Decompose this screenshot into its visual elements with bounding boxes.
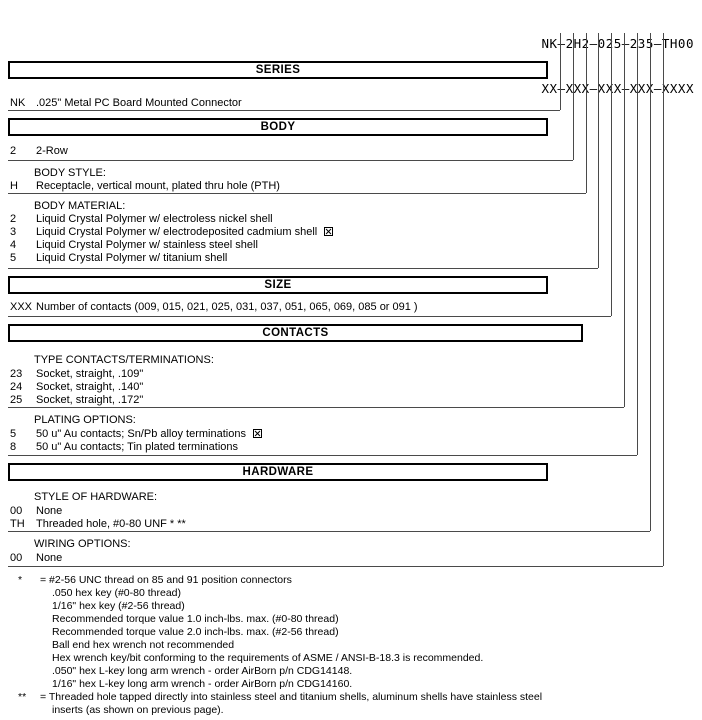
footnote-text: .050" hex L-key long arm wrench - order …	[52, 665, 353, 677]
footnote-text: 1/16" hex key (#2-56 thread)	[52, 600, 185, 612]
section-separator-1	[8, 110, 560, 111]
section-separator-8	[8, 531, 650, 532]
section-title-hardware: HARDWARE	[8, 463, 548, 481]
option-description: Liquid Crystal Polymer w/ electrodeposit…	[36, 226, 334, 239]
section-separator-6	[8, 407, 624, 408]
checked-box-icon[interactable]	[252, 429, 262, 438]
leader-line-2	[573, 33, 574, 160]
option-code: 2	[10, 145, 17, 157]
option-description: Liquid Crystal Polymer w/ stainless stee…	[36, 239, 258, 251]
option-description: Receptacle, vertical mount, plated thru …	[36, 180, 280, 192]
section-title-size: SIZE	[8, 276, 548, 294]
option-code: 8	[10, 441, 17, 453]
leader-line-1	[560, 33, 561, 110]
section-title-contacts: CONTACTS	[8, 324, 583, 342]
option-code: 4	[10, 239, 17, 251]
option-description: Liquid Crystal Polymer w/ electroless ni…	[36, 213, 273, 225]
option-description: Socket, straight, .172"	[36, 394, 144, 406]
leader-line-5	[611, 33, 612, 316]
footnote-text: .050 hex key (#0-80 thread)	[52, 587, 181, 599]
part-number-mask: XX–XXX–XXX–XXX–XXXX	[541, 81, 694, 96]
section-separator-3	[8, 193, 586, 194]
part-number-header: NK–2H2–025–235–TH00 XX–XXX–XXX–XXX–XXXX	[542, 6, 695, 126]
leader-line-3	[586, 33, 587, 193]
part-number-example: NK–2H2–025–235–TH00	[541, 36, 694, 51]
option-code: 2	[10, 213, 17, 225]
section-separator-2	[8, 160, 573, 161]
footnote-text: Recommended torque value 1.0 inch-lbs. m…	[52, 613, 339, 625]
option-code: 23	[10, 368, 23, 380]
option-code: 25	[10, 394, 23, 406]
leader-line-6	[624, 33, 625, 407]
footnote-text: Recommended torque value 2.0 inch-lbs. m…	[52, 626, 339, 638]
option-description: 50 u" Au contacts; Tin plated terminatio…	[36, 441, 239, 453]
section-separator-4	[8, 268, 598, 269]
leader-line-8	[650, 33, 651, 531]
footnote-text: inserts (as shown on previous page).	[52, 704, 224, 716]
option-code: XXX	[10, 301, 33, 313]
group-label-type-contacts-terminations: TYPE CONTACTS/TERMINATIONS:	[34, 354, 214, 366]
footnote-text: 1/16" hex L-key long arm wrench - order …	[52, 678, 353, 690]
leader-line-7	[637, 33, 638, 455]
section-separator-9	[8, 566, 663, 567]
checked-box-icon[interactable]	[324, 227, 334, 236]
option-code: 5	[10, 252, 17, 264]
footnote-marker: *	[18, 574, 23, 586]
group-label-style-of-hardware: STYLE OF HARDWARE:	[34, 491, 158, 503]
footnote-text: = #2-56 UNC thread on 85 and 91 position…	[40, 574, 292, 586]
section-separator-5	[8, 316, 611, 317]
option-description: Socket, straight, .109"	[36, 368, 144, 380]
leader-line-9	[663, 33, 664, 566]
option-description: Threaded hole, #0-80 UNF * **	[36, 518, 186, 530]
option-code: TH	[10, 518, 25, 530]
group-label-body-material: BODY MATERIAL:	[34, 200, 126, 212]
footnote-text: Hex wrench key/bit conforming to the req…	[52, 652, 484, 664]
section-title-series: SERIES	[8, 61, 548, 79]
option-description: Liquid Crystal Polymer w/ titanium shell	[36, 252, 228, 264]
option-description: None	[36, 552, 63, 564]
option-code: NK	[10, 97, 26, 109]
option-description: Number of contacts (009, 015, 021, 025, …	[36, 301, 418, 313]
group-label-wiring-options: WIRING OPTIONS:	[34, 538, 131, 550]
option-description: 50 u" Au contacts; Sn/Pb alloy terminati…	[36, 428, 262, 441]
group-label-plating-options: PLATING OPTIONS:	[34, 414, 136, 426]
leader-line-4	[598, 33, 599, 268]
footnote-marker: **	[18, 691, 27, 703]
section-separator-7	[8, 455, 637, 456]
option-code: 24	[10, 381, 23, 393]
option-code: H	[10, 180, 18, 192]
footnote-text: Ball end hex wrench not recommended	[52, 639, 235, 651]
option-code: 5	[10, 428, 17, 440]
option-description: 2-Row	[36, 145, 68, 157]
footnote-text: = Threaded hole tapped directly into sta…	[40, 691, 543, 703]
option-code: 00	[10, 505, 23, 517]
option-code: 3	[10, 226, 17, 238]
option-description: Socket, straight, .140"	[36, 381, 144, 393]
section-title-body: BODY	[8, 118, 548, 136]
option-description: .025" Metal PC Board Mounted Connector	[36, 97, 242, 109]
option-description: None	[36, 505, 63, 517]
option-code: 00	[10, 552, 23, 564]
group-label-body-style: BODY STYLE:	[34, 167, 106, 179]
